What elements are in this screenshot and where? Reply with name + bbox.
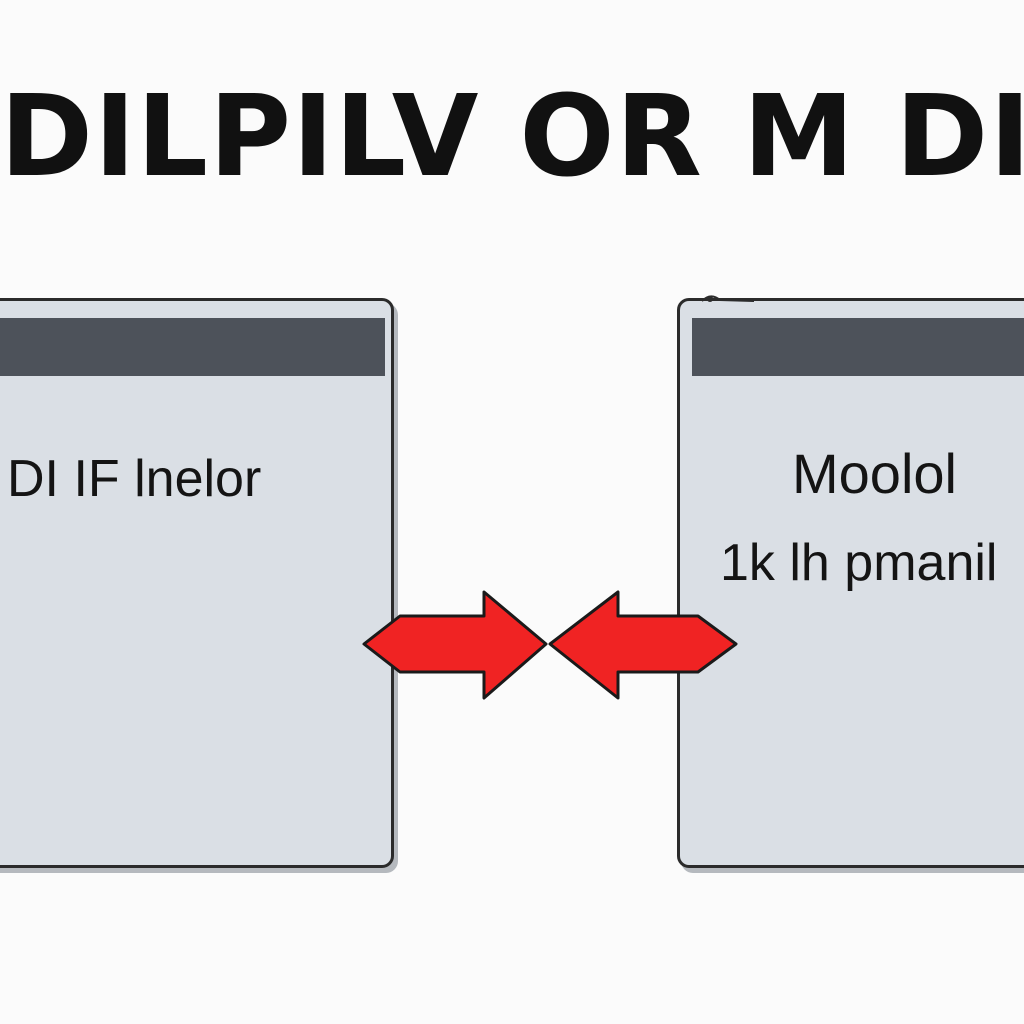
left-window-text: DI IF lnelor <box>7 450 262 508</box>
headline-title: DILPILV OR M DILL <box>0 72 1024 202</box>
left-window-titlebar <box>0 318 385 376</box>
right-pointing-arrow-icon <box>362 590 548 700</box>
double-red-arrows-icon <box>362 590 738 700</box>
right-window-titlebar <box>692 318 1024 376</box>
right-window-text-line-1: Moolol <box>792 442 957 505</box>
right-window-panel: Moolol 1k lh pmanil <box>677 298 1024 868</box>
right-window-text-line-2: 1k lh pmanil <box>720 534 998 592</box>
grip-icon <box>701 295 755 302</box>
left-pointing-arrow-icon <box>548 590 738 700</box>
left-window-panel: DI IF lnelor <box>0 298 394 868</box>
